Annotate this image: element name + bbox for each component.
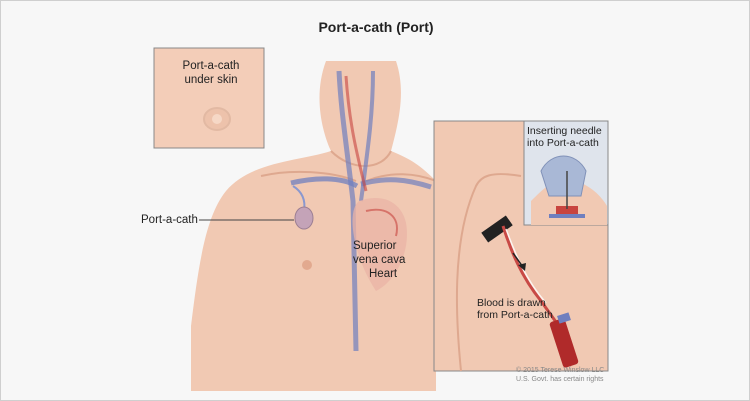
port-device bbox=[294, 206, 314, 230]
vessels bbox=[290, 70, 432, 352]
label-heart: Heart bbox=[369, 268, 398, 280]
heart bbox=[352, 197, 407, 291]
label-blood-drawn: Blood is drawn from Port-a-cath bbox=[477, 297, 553, 321]
figure-title: Port-a-cath (Port) bbox=[318, 19, 434, 35]
copyright-credit: © 2015 Terese Winslow LLC U.S. Govt. has… bbox=[516, 367, 605, 383]
label-port-under-skin: Port-a-cath under skin bbox=[182, 60, 240, 86]
inset-port-under-skin bbox=[153, 47, 265, 149]
inset-needle bbox=[523, 120, 609, 226]
label-superior-vena-cava: Superior vena cava bbox=[353, 240, 406, 266]
label-port-a-cath: Port-a-cath bbox=[141, 214, 198, 226]
label-inserting-needle: Inserting needle into Port-a-cath bbox=[527, 125, 602, 149]
